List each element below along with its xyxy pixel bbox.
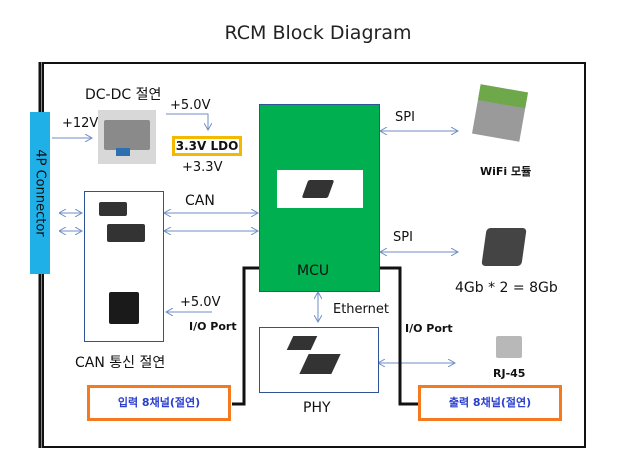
spi-mem-label: SPI xyxy=(393,230,413,245)
wire-io-left xyxy=(232,266,259,406)
spi-wifi-label: SPI xyxy=(395,110,415,125)
ethernet-label: Ethernet xyxy=(333,302,389,317)
can-transceiver-chip-2 xyxy=(107,224,145,242)
arrow-5v-ldo xyxy=(166,113,208,130)
dcdc-module-image xyxy=(98,110,156,164)
dcdc-label: DC-DC 절연 xyxy=(85,87,162,103)
input-channels-block: 입력 8채널(절연) xyxy=(87,385,231,421)
rj45-image xyxy=(496,336,522,358)
output-channels-block: 출력 8채널(절연) xyxy=(418,385,562,421)
can-dcdc-image xyxy=(109,292,139,324)
can-isolation-label: CAN 통신 절연 xyxy=(75,355,166,371)
can-label: CAN xyxy=(185,193,215,209)
wire-io-right xyxy=(380,266,418,406)
phy-block xyxy=(259,327,379,393)
can-transceiver-chip-1 xyxy=(99,202,127,216)
memory-label: 4Gb * 2 = 8Gb xyxy=(455,280,558,296)
io-port-left-label: I/O Port xyxy=(189,320,237,333)
v5-top-label: +5.0V xyxy=(170,98,211,113)
mcu-chip-image xyxy=(277,170,363,208)
phy-chip-2 xyxy=(299,354,341,374)
rj45-label: RJ-45 xyxy=(493,367,526,380)
mcu-label: MCU xyxy=(297,263,330,279)
diagram-title: RCM Block Diagram xyxy=(224,22,412,44)
v33-label: +3.3V xyxy=(182,160,223,175)
v5-can-label: +5.0V xyxy=(180,295,221,310)
ldo-block: 3.3V LDO xyxy=(172,136,242,156)
v12-label: +12V xyxy=(62,116,99,131)
wifi-module-image xyxy=(472,84,528,142)
can-isolation-block xyxy=(84,191,164,342)
phy-label: PHY xyxy=(303,400,331,416)
phy-chip-1 xyxy=(286,336,318,350)
io-port-right-label: I/O Port xyxy=(405,322,453,335)
wifi-label: WiFi 모듈 xyxy=(480,165,532,178)
memory-chip-image xyxy=(481,228,527,266)
4p-connector: 4P Connector xyxy=(30,112,50,274)
